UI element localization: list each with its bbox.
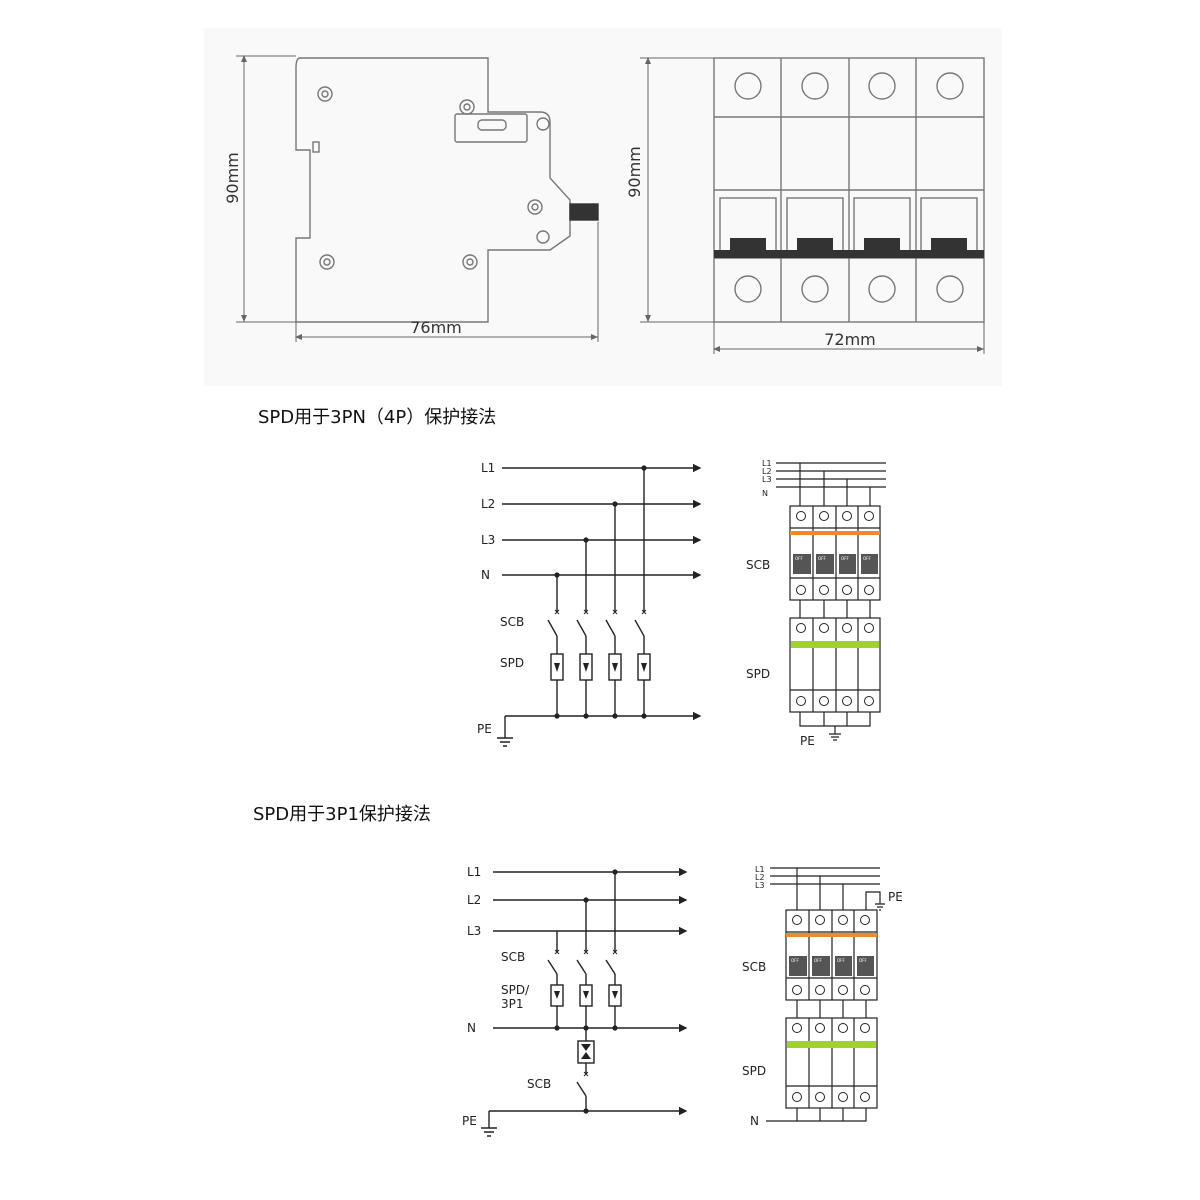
- section1-title: SPD用于3PN（4P）保护接法: [258, 407, 497, 428]
- side-width-label: 76mm: [410, 318, 462, 337]
- s1-label-l1: L1: [481, 461, 495, 475]
- s2-label-n: N: [467, 1021, 476, 1035]
- section1-schematic: [497, 463, 702, 747]
- branch-group: [497, 468, 651, 747]
- s1-bus-l3: L3: [762, 475, 772, 484]
- s2-label-pe: PE: [462, 1114, 477, 1128]
- off-label: OFF: [795, 556, 803, 561]
- front-terminals-bottom: [734, 275, 964, 303]
- scb-stripe: [786, 933, 877, 937]
- s2-assembly-screws: [792, 915, 870, 1102]
- s1-assembly-screws: [796, 511, 874, 706]
- side-width-dimension: [295, 222, 599, 342]
- off-label: OFF: [863, 556, 871, 561]
- s1-label-pe: PE: [477, 722, 492, 736]
- front-height-dimension: [640, 57, 714, 323]
- front-terminals-top: [734, 72, 964, 100]
- off-label: OFF: [818, 556, 826, 561]
- dimension-drawing: 90mm 76mm: [204, 28, 1002, 386]
- front-width-label: 72mm: [824, 330, 876, 349]
- spd-window: [787, 1041, 876, 1048]
- drawing-background: [204, 28, 1002, 386]
- branch-group: [481, 872, 622, 1137]
- s1-label-n: N: [481, 568, 490, 582]
- front-handles: [714, 238, 984, 258]
- s1-assembly-pe-label: PE: [800, 734, 815, 748]
- section1-assembly: [776, 462, 886, 741]
- s2-off-labels: OFF OFF OFF OFF: [791, 958, 867, 963]
- off-label: OFF: [859, 958, 867, 963]
- s2-label-scb: SCB: [501, 950, 525, 964]
- s1-bus-l2: L2: [762, 467, 772, 476]
- s2-assembly-fills: [786, 933, 877, 1048]
- s1-off-labels: OFF OFF OFF OFF: [795, 556, 871, 561]
- s2-label-l3: L3: [467, 924, 481, 938]
- off-label: OFF: [837, 958, 845, 963]
- s1-assembly-scb-label: SCB: [746, 558, 770, 572]
- junction-dots: [554, 465, 647, 719]
- s1-label-l2: L2: [481, 497, 495, 511]
- off-label: OFF: [814, 958, 822, 963]
- s2-bus-l1: L1: [755, 865, 765, 874]
- section2-assembly: [766, 867, 885, 1122]
- s2-assembly-pe-label: PE: [888, 890, 903, 904]
- side-view: [295, 57, 599, 323]
- section2-schematic: [481, 867, 688, 1137]
- s2-assembly-spd-label: SPD: [742, 1064, 766, 1078]
- side-height-dimension: [236, 55, 296, 323]
- s2-bus-l3: L3: [755, 881, 765, 890]
- s1-bus-n: N: [762, 489, 768, 498]
- front-height-label: 90mm: [625, 146, 644, 198]
- s1-label-l3: L3: [481, 533, 495, 547]
- off-label: OFF: [841, 556, 849, 561]
- s1-assembly-spd-label: SPD: [746, 667, 770, 681]
- s1-assembly-fills: [790, 531, 880, 648]
- scb-stripe: [790, 531, 880, 535]
- front-width-dimension: [713, 322, 985, 354]
- junction-dots: [554, 869, 618, 1114]
- s1-bus-l1: L1: [762, 459, 772, 468]
- off-label: OFF: [791, 958, 799, 963]
- spd-window: [791, 641, 879, 648]
- s1-label-spd: SPD: [500, 656, 524, 670]
- switch-x-marks: [554, 609, 647, 615]
- switch-x-marks: [554, 949, 618, 1077]
- s2-bus-l2: L2: [755, 873, 765, 882]
- s2-assembly-n-label: N: [750, 1114, 759, 1128]
- side-height-label: 90mm: [223, 152, 242, 204]
- s2-label-l2: L2: [467, 893, 481, 907]
- s2-label-l1: L1: [467, 865, 481, 879]
- s1-label-scb: SCB: [500, 615, 524, 629]
- s2-assembly-scb-label: SCB: [742, 960, 766, 974]
- section2-title: SPD用于3P1保护接法: [253, 804, 431, 825]
- s2-label-scb2: SCB: [527, 1077, 551, 1091]
- s2-label-spd: SPD/: [501, 983, 530, 997]
- s2-label-3p1: 3P1: [501, 997, 524, 1011]
